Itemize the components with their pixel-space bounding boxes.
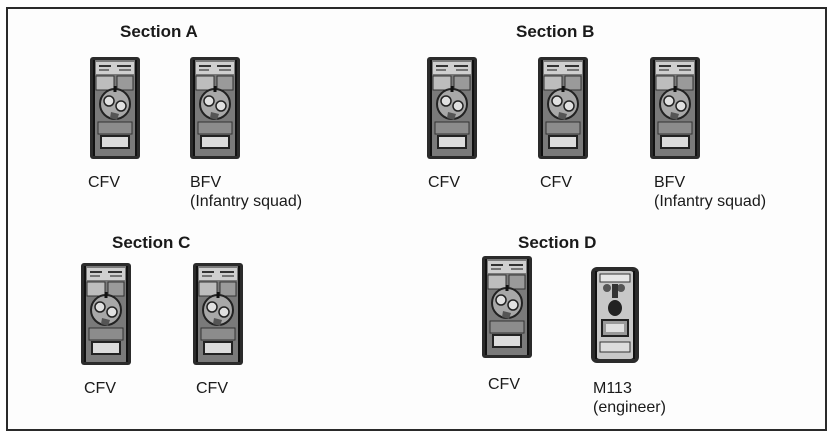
section-a-title: Section A — [120, 22, 198, 41]
section-a-vehicle-1-label: CFV — [88, 173, 120, 192]
section-d-vehicle-2-label: M113 (engineer) — [593, 379, 666, 417]
section-a-vehicle-2-label: BFV (Infantry squad) — [190, 173, 302, 211]
vehicle-role: (Infantry squad) — [190, 193, 303, 210]
vehicle-name: CFV — [540, 174, 572, 191]
section-b-title: Section B — [516, 22, 595, 41]
section-b-vehicle-1-label: CFV — [428, 173, 460, 192]
section-c-vehicle-1-icon — [80, 262, 132, 366]
bradley-vehicle-icon — [427, 57, 477, 159]
section-a-vehicle-1-icon — [89, 56, 141, 160]
section-d-vehicle-1-label: CFV — [488, 375, 520, 394]
section-b-vehicle-1-icon — [426, 56, 478, 160]
bradley-vehicle-icon — [190, 57, 240, 159]
section-c-vehicle-2-label: CFV — [196, 379, 228, 398]
vehicle-name: BFV — [190, 174, 222, 191]
section-b-vehicle-3-icon — [649, 56, 701, 160]
section-c-vehicle-2-icon — [192, 262, 244, 366]
bradley-vehicle-icon — [482, 256, 532, 358]
bradley-vehicle-icon — [650, 57, 700, 159]
section-c-vehicle-1-label: CFV — [84, 379, 116, 398]
section-b-vehicle-2-icon — [537, 56, 589, 160]
bradley-vehicle-icon — [90, 57, 140, 159]
bradley-vehicle-icon — [81, 263, 131, 365]
bradley-vehicle-icon — [538, 57, 588, 159]
vehicle-name: BFV — [654, 174, 686, 191]
section-d-vehicle-2-icon — [590, 266, 640, 364]
section-d-vehicle-1-icon — [481, 255, 533, 359]
section-c-title: Section C — [112, 233, 191, 252]
m113-vehicle-icon — [591, 267, 639, 363]
vehicle-name: CFV — [488, 376, 520, 393]
vehicle-name: CFV — [428, 174, 460, 191]
section-a-vehicle-2-icon — [189, 56, 241, 160]
section-d-title: Section D — [518, 233, 597, 252]
vehicle-name: CFV — [88, 174, 120, 191]
vehicle-name: CFV — [84, 380, 116, 397]
vehicle-name: CFV — [196, 380, 228, 397]
bradley-vehicle-icon — [193, 263, 243, 365]
section-b-vehicle-2-label: CFV — [540, 173, 572, 192]
vehicle-role: (engineer) — [593, 399, 666, 416]
vehicle-name: M113 — [593, 380, 632, 397]
vehicle-role: (Infantry squad) — [654, 193, 767, 210]
section-b-vehicle-3-label: BFV (Infantry squad) — [654, 173, 766, 211]
